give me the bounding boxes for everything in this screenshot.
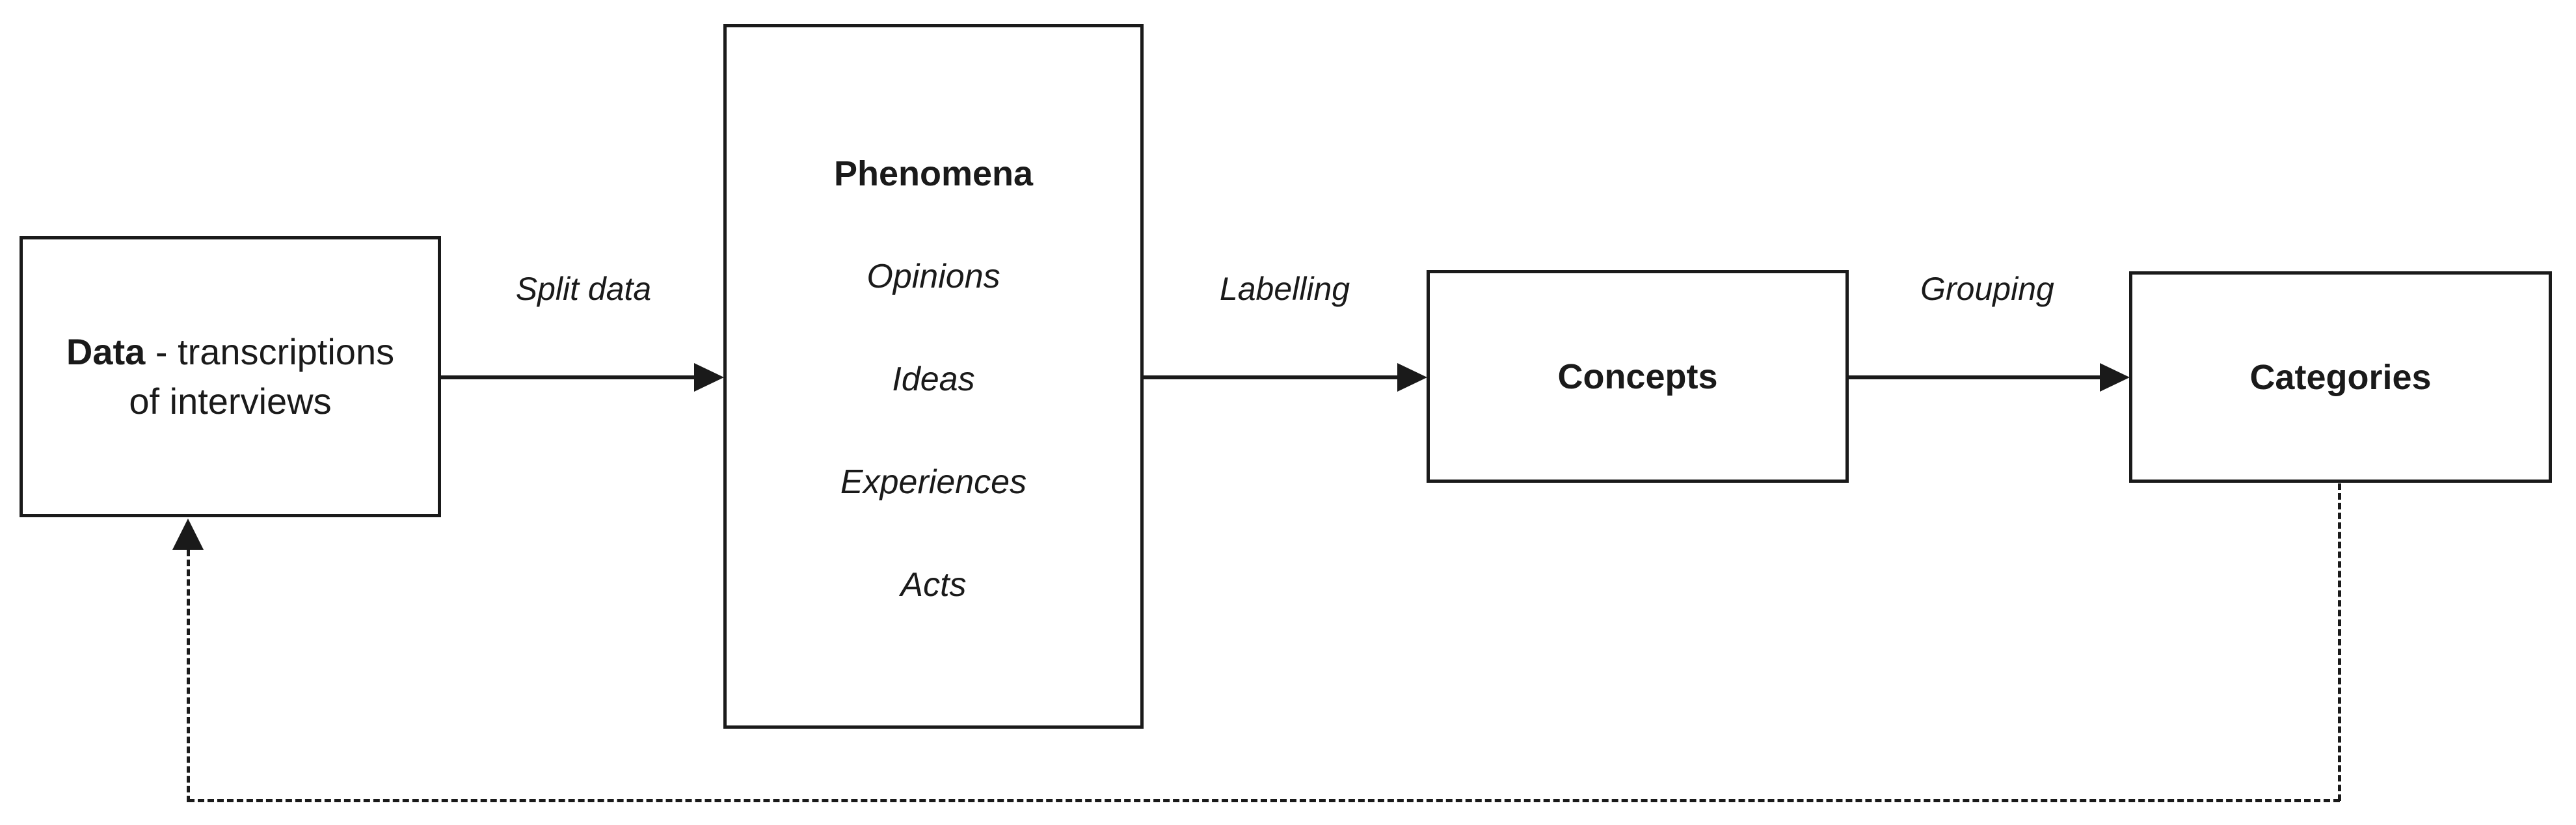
concepts-box: Concepts bbox=[1427, 270, 1849, 483]
feedback-dashed-line-left bbox=[187, 550, 190, 802]
grouping-label: Grouping bbox=[1920, 271, 2054, 307]
data-box-label-bold: Data bbox=[66, 331, 146, 372]
grouping-arrowhead-icon bbox=[2100, 363, 2130, 392]
feedback-arrowhead-icon bbox=[172, 519, 204, 550]
labelling-arrowhead-icon bbox=[1397, 363, 1427, 392]
data-box-label-line2: of interviews bbox=[129, 381, 332, 422]
feedback-dashed-line-right bbox=[2338, 483, 2341, 801]
phenomena-item-experiences: Experiences bbox=[840, 463, 1027, 501]
split-data-arrow-line bbox=[441, 375, 695, 379]
phenomena-item-acts: Acts bbox=[900, 566, 967, 604]
grouping-arrow-line bbox=[1849, 375, 2100, 379]
split-data-label: Split data bbox=[515, 271, 652, 307]
categories-box-title: Categories bbox=[2249, 357, 2432, 397]
phenomena-box-title: Phenomena bbox=[833, 154, 1034, 193]
split-data-arrowhead-icon bbox=[694, 363, 724, 392]
phenomena-item-ideas: Ideas bbox=[892, 360, 975, 398]
categories-box: Categories bbox=[2129, 271, 2552, 483]
data-box-label-rest: - transcriptions bbox=[145, 331, 395, 372]
phenomena-item-opinions: Opinions bbox=[866, 258, 1000, 295]
data-box-label-line1: Data - transcriptions bbox=[66, 327, 394, 377]
labelling-label: Labelling bbox=[1219, 271, 1350, 307]
feedback-dashed-line-bottom bbox=[188, 799, 2340, 802]
labelling-arrow-line bbox=[1144, 375, 1398, 379]
phenomena-box: Phenomena Opinions Ideas Experiences Act… bbox=[723, 24, 1144, 729]
concepts-box-title: Concepts bbox=[1557, 357, 1718, 396]
data-box: Data - transcriptions of interviews bbox=[20, 236, 441, 517]
